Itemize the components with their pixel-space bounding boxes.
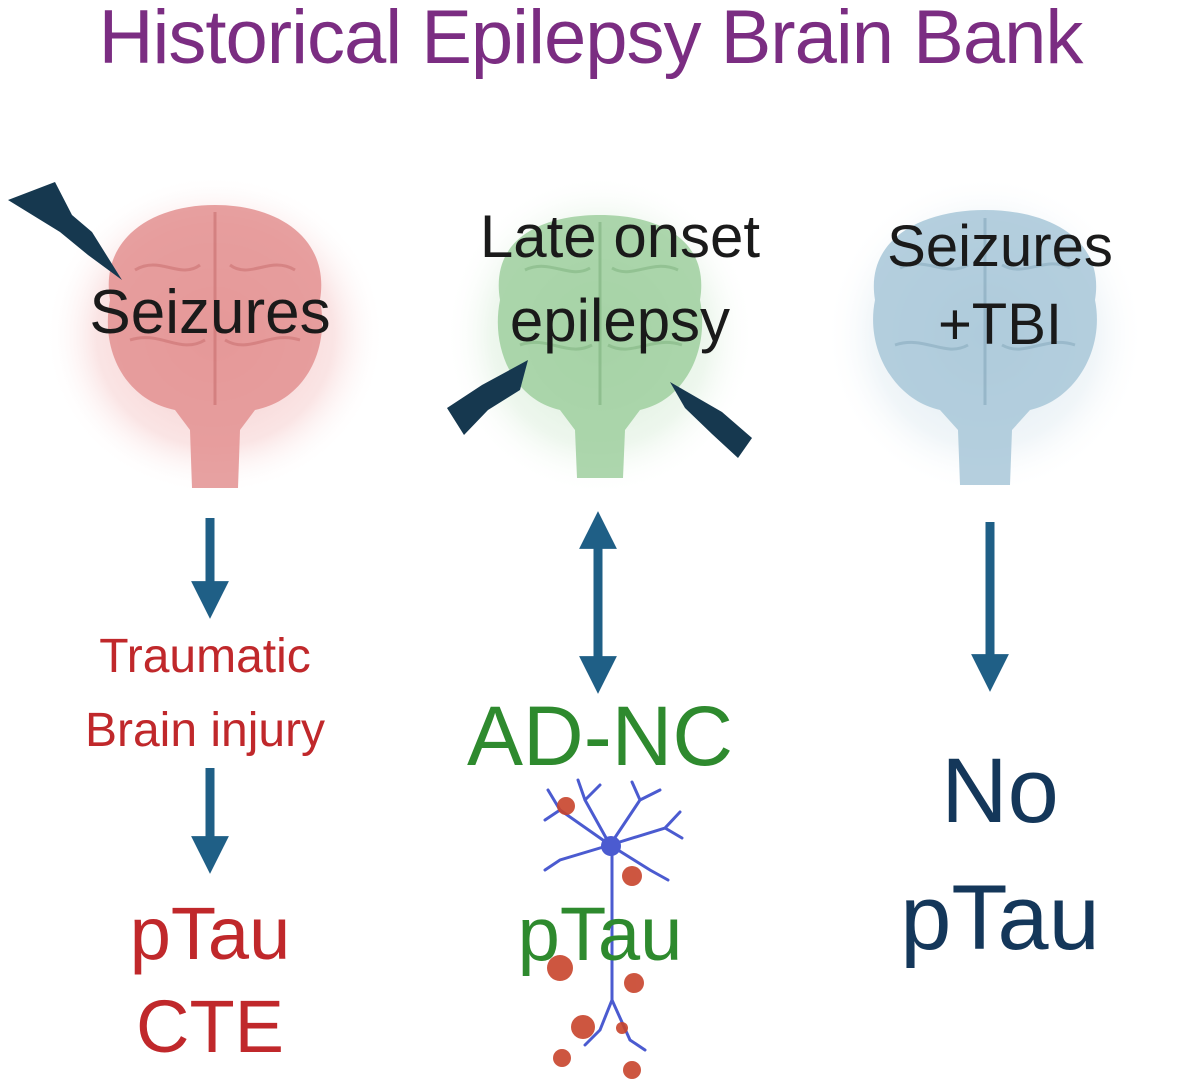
neuron-icon <box>543 778 684 1052</box>
brain-label-seizures: Seizures <box>45 280 375 345</box>
brain-label-line: Seizures <box>89 278 331 347</box>
brain-icon-red <box>45 175 385 495</box>
lightning-icon-1 <box>8 182 122 280</box>
result-label-line: pTau <box>900 866 1100 969</box>
middle-label-tbi: Traumatic Brain injury <box>30 620 380 769</box>
brain-label-seizures-tbi: Seizures +TBI <box>840 208 1160 365</box>
diagram-title: Historical Epilepsy Brain Bank <box>98 0 1084 80</box>
brain-label-line: +TBI <box>937 292 1063 358</box>
result-label-no-ptau: No pTau <box>840 728 1160 982</box>
lightning-icon-2 <box>447 360 528 435</box>
result-label-line: pTau <box>517 892 683 977</box>
middle-label-line: Brain injury <box>84 704 326 758</box>
tau-dots <box>547 797 644 1079</box>
result-label-ptau: pTau <box>470 895 730 975</box>
brain-icon-green <box>445 175 755 495</box>
middle-label-line: AD-NC <box>467 689 733 783</box>
brain-label-line: Seizures <box>887 214 1113 279</box>
result-label-ptau-cte: pTau CTE <box>65 888 355 1073</box>
result-label-line: CTE <box>136 984 284 1068</box>
middle-label-ad-nc: AD-NC <box>400 692 800 780</box>
middle-label-line: Traumatic <box>99 630 311 683</box>
brain-label-late-onset-epilepsy: Late onset epilepsy <box>430 195 810 363</box>
brain-icon-blue <box>825 175 1145 495</box>
result-label-line: pTau <box>129 892 291 975</box>
result-label-line: No <box>941 740 1059 842</box>
lightning-icon-3 <box>670 382 752 458</box>
brain-label-line: epilepsy <box>509 287 731 354</box>
brain-label-line: Late onset <box>479 203 761 270</box>
